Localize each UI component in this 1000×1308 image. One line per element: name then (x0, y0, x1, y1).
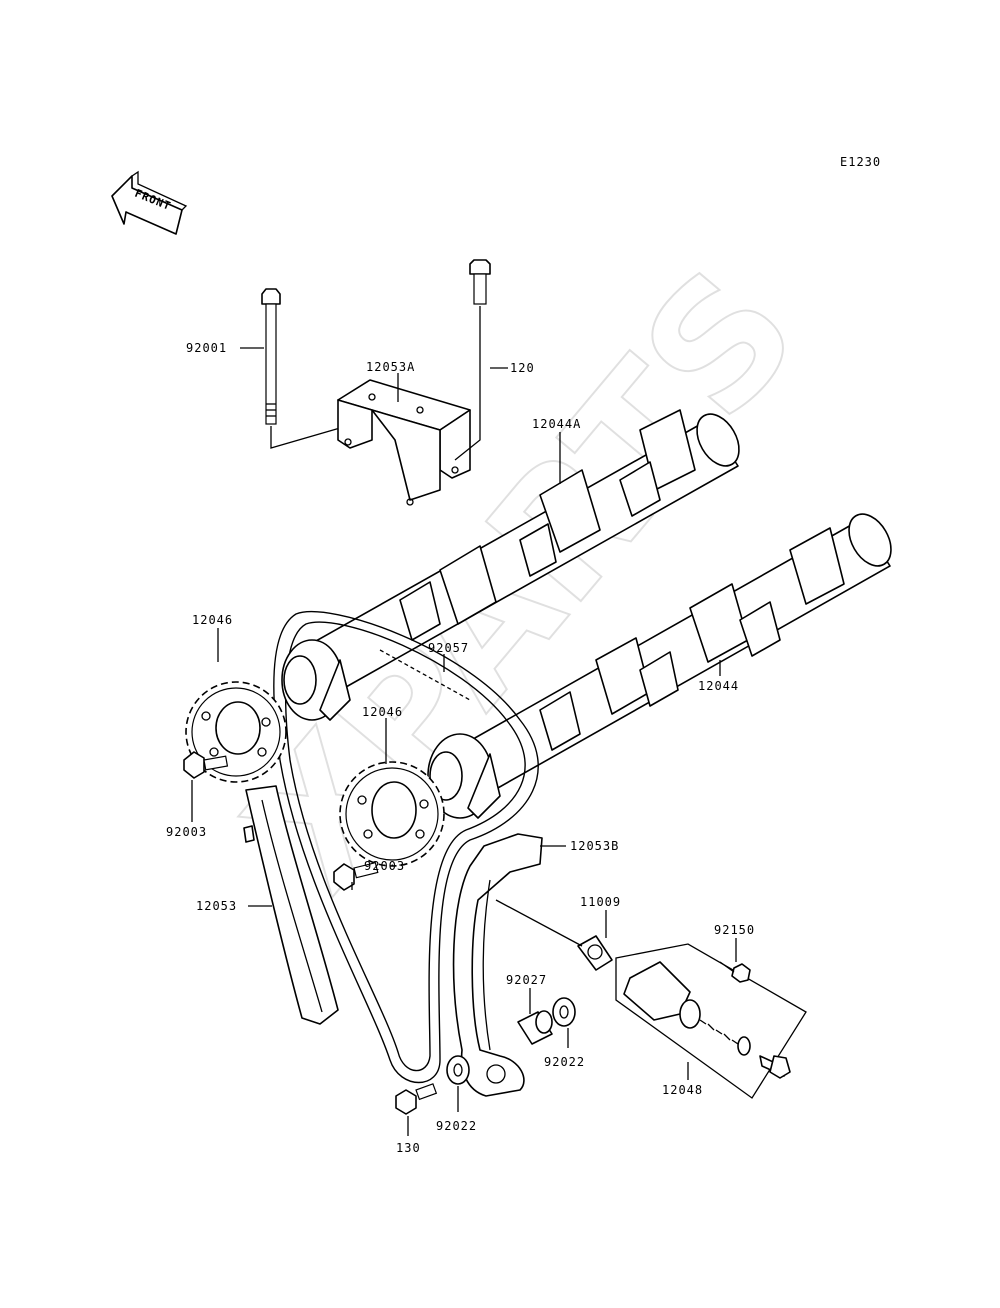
bolt-92003-center (333, 861, 379, 891)
label-92057: 92057 (428, 641, 469, 655)
label-92003-b: 92003 (364, 859, 405, 873)
collar-92027 (517, 1010, 553, 1045)
diagram-code: E1230 (840, 155, 881, 169)
gasket-11009 (577, 935, 613, 971)
label-12046-a: 12046 (192, 613, 233, 627)
sprocket-12046-left (185, 681, 287, 783)
label-120: 120 (510, 361, 535, 375)
chain-guide-12053B (452, 833, 543, 1097)
label-92022-a: 92022 (544, 1055, 585, 1069)
sprocket-12046-center (339, 761, 445, 867)
bolt-92150 (731, 963, 751, 983)
label-12046-b: 12046 (362, 705, 403, 719)
chain-guide-bracket-12053A (337, 379, 471, 506)
washer-92022-lower (446, 1055, 470, 1085)
label-12053A: 12053A (366, 360, 415, 374)
front-arrow-icon: FRONT (111, 170, 188, 235)
bolt-130 (395, 1083, 438, 1115)
bolt-92003-left (183, 751, 229, 779)
camshaft-12044 (435, 513, 892, 807)
long-bolt-92001 (261, 288, 281, 425)
label-12053B: 12053B (570, 839, 619, 853)
sprocket-hub-lower (427, 733, 501, 819)
label-12053: 12053 (196, 899, 237, 913)
label-12044A: 12044A (532, 417, 581, 431)
label-12044: 12044 (698, 679, 739, 693)
camshaft-12044A (299, 409, 740, 697)
label-130: 130 (396, 1141, 421, 1155)
label-92022-b: 92022 (436, 1119, 477, 1133)
label-92003-a: 92003 (166, 825, 207, 839)
label-92001: 92001 (186, 341, 227, 355)
label-92027: 92027 (506, 973, 547, 987)
bolt-120 (469, 259, 491, 305)
chain-guide-12053 (243, 785, 339, 1025)
label-11009: 11009 (580, 895, 621, 909)
cam-chain-92057 (273, 610, 539, 1084)
sprocket-hub-upper (281, 639, 351, 721)
chain-tensioner-12048 (615, 943, 807, 1099)
washer-92022-right (552, 997, 576, 1027)
label-92150: 92150 (714, 923, 755, 937)
label-12048: 12048 (662, 1083, 703, 1097)
